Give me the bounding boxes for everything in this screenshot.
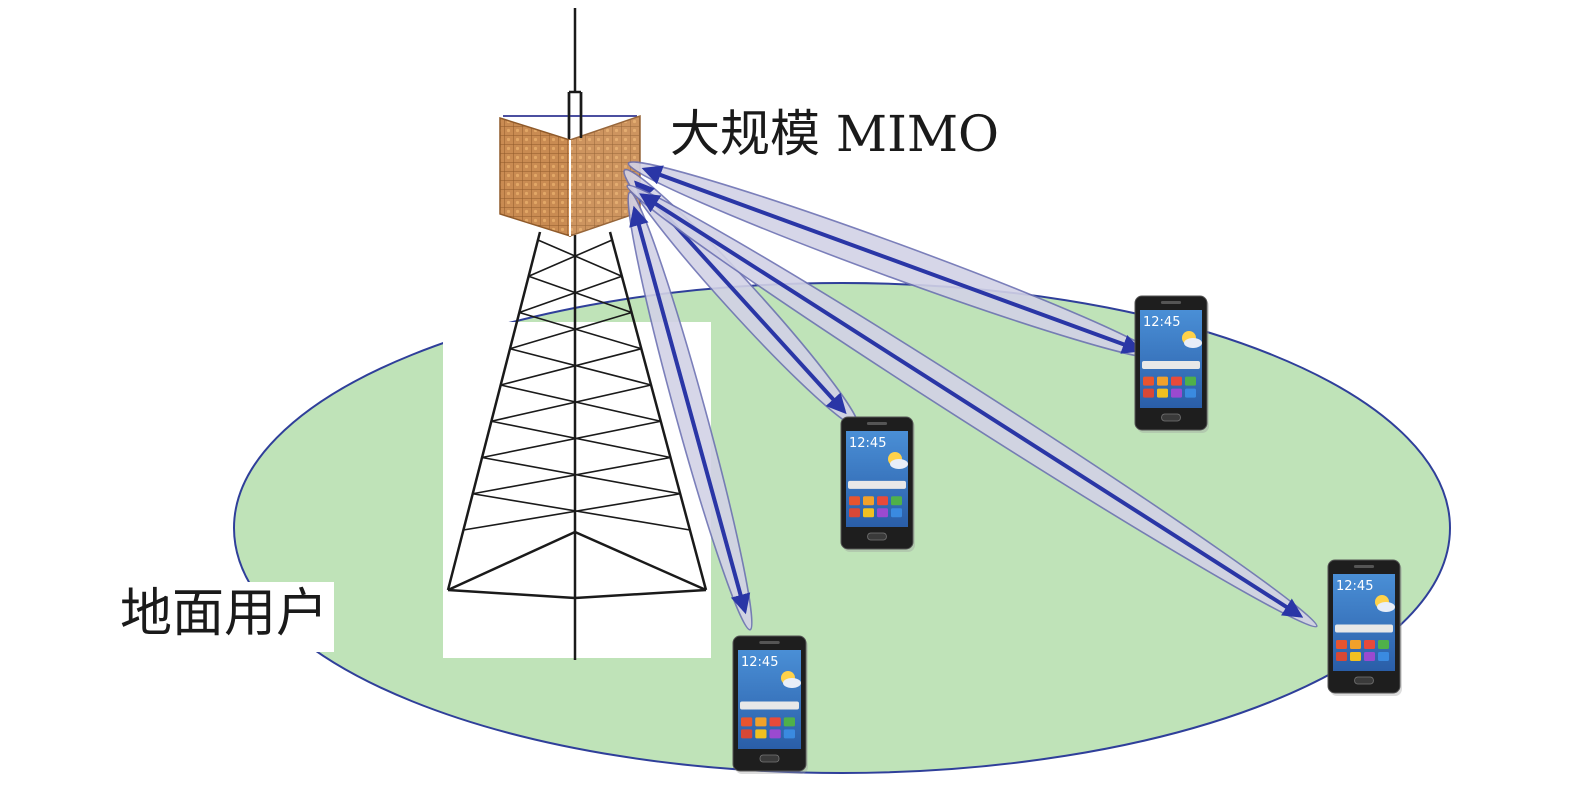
user-phone-4-icon: 12:45 [732,635,808,774]
phone-clock: 12:45 [1143,315,1180,330]
antenna-label: 大规模 MIMO [666,104,1004,164]
user-phone-1-icon: 12:45 [1134,295,1209,433]
beam-arrow [629,205,751,615]
beams-layer [623,161,1318,631]
beam-4 [627,191,753,631]
beam-arrow [639,193,1304,618]
tower-icon [446,8,708,660]
phone-clock: 12:45 [1336,579,1373,594]
antenna-array-icon [499,92,641,238]
phones-layer: 12:45 12:45 12:45 12:45 [732,295,1402,774]
phone-clock: 12:45 [849,436,886,451]
ground-users-label: 地面用户 [116,582,335,652]
phone-clock: 12:45 [741,655,778,670]
user-phone-2-icon: 12:45 [840,416,915,552]
beam-3 [626,184,1318,628]
user-phone-3-icon: 12:45 [1327,559,1402,696]
